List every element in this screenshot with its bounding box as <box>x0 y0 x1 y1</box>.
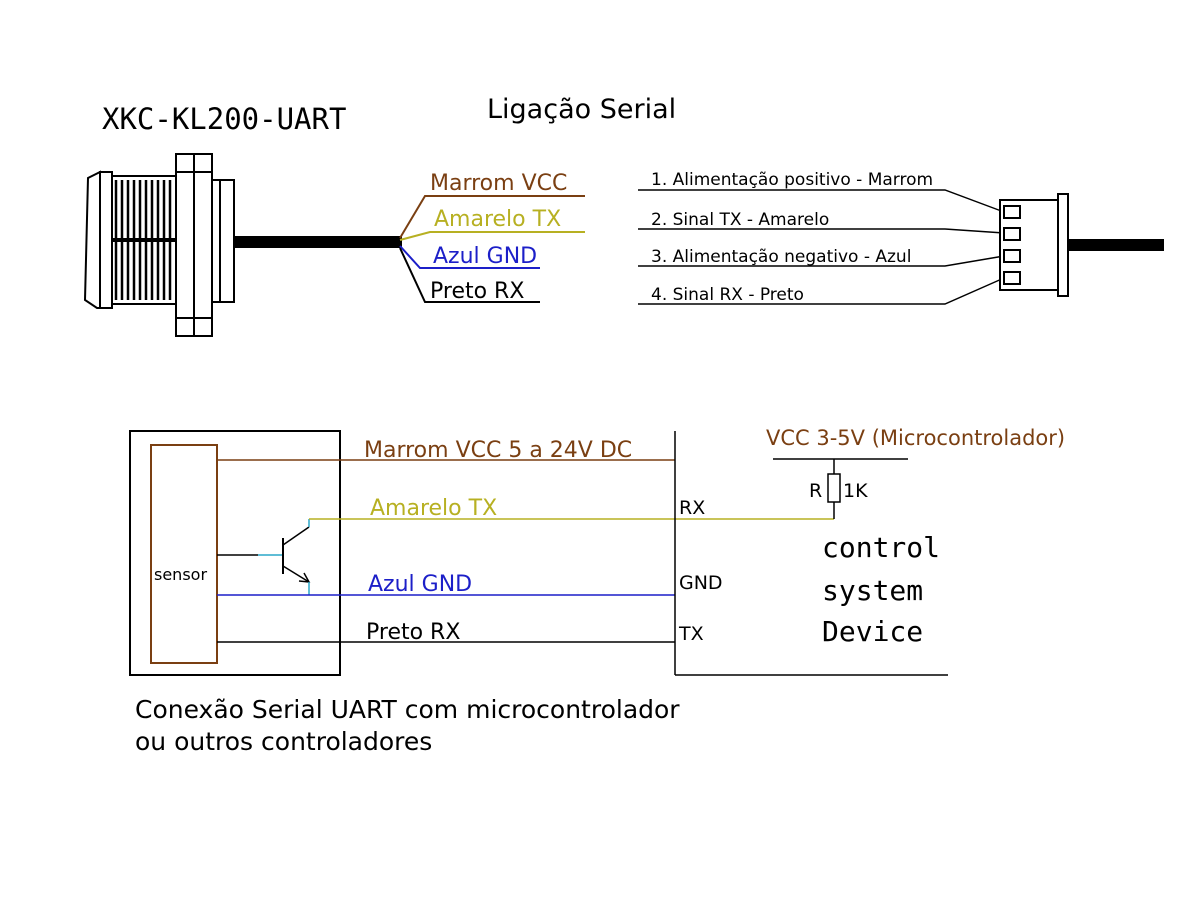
device-line-2: system <box>822 574 923 607</box>
diagram-title: Ligação Serial <box>487 94 676 125</box>
pinout-leaders <box>638 189 1005 305</box>
sensor-module-box <box>129 430 341 676</box>
mcu-vcc-label: VCC 3-5V (Microcontrolador) <box>766 426 1065 450</box>
caption-line-2: ou outros controladores <box>135 727 432 756</box>
pinout-4: 4. Sinal RX - Preto <box>651 285 804 305</box>
circuit-wires <box>217 431 948 676</box>
wire-label-tx: Amarelo TX <box>434 207 561 232</box>
circuit-vcc-label: Marrom VCC 5 a 24V DC <box>364 438 632 463</box>
wire-label-gnd: Azul GND <box>433 244 537 269</box>
wire-label-rx: Preto RX <box>430 279 524 304</box>
pinout-1: 1. Alimentação positivo - Marrom <box>651 170 933 190</box>
wire-fanout <box>399 195 585 303</box>
pin-rx: RX <box>679 497 705 519</box>
circuit-tx-label: Amarelo TX <box>370 496 497 521</box>
sensor-body <box>83 153 235 337</box>
pinout-2: 2. Sinal TX - Amarelo <box>651 210 829 230</box>
sensor-label: sensor <box>154 565 207 584</box>
wire-label-vcc: Marrom VCC <box>430 171 567 196</box>
pin-tx: TX <box>678 623 704 645</box>
pin-gnd: GND <box>679 572 723 594</box>
device-line-1: control <box>822 531 940 564</box>
caption-line-1: Conexão Serial UART com microcontrolador <box>135 695 680 724</box>
circuit-gnd-label: Azul GND <box>368 572 472 597</box>
resistor-value: 1K <box>843 480 868 502</box>
transistor-symbol <box>217 519 311 595</box>
circuit-rx-label: Preto RX <box>366 620 460 645</box>
resistor-letter: R <box>809 480 822 502</box>
pinout-3: 3. Alimentação negativo - Azul <box>651 247 911 267</box>
model-title: XKC-KL200-UART <box>102 102 346 136</box>
sensor-chip <box>150 444 218 664</box>
device-line-3: Device <box>822 615 923 648</box>
connector-4pin <box>999 193 1069 297</box>
